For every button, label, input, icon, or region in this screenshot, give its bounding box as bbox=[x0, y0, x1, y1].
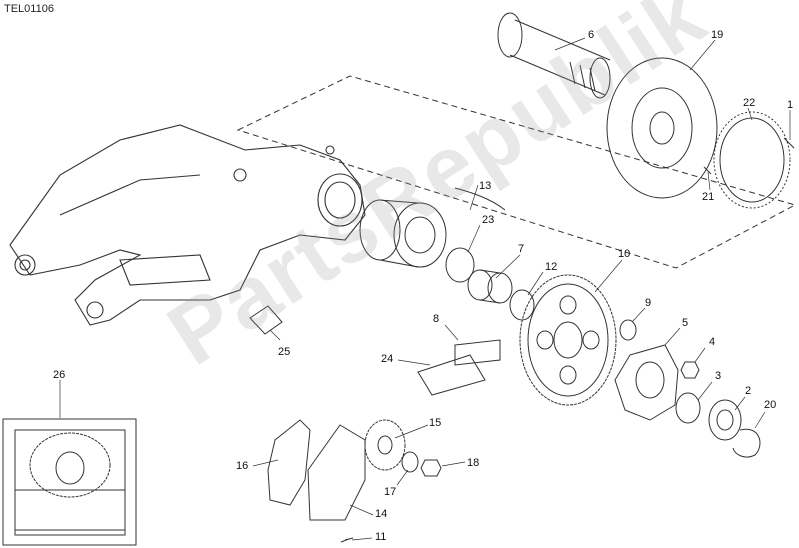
callout-6: 6 bbox=[588, 29, 595, 41]
washer-17 bbox=[401, 451, 419, 473]
callout-17: 17 bbox=[384, 486, 397, 498]
diagram-code: TEL01106 bbox=[4, 3, 54, 15]
callout-8: 8 bbox=[433, 313, 440, 325]
callout-5: 5 bbox=[682, 317, 689, 329]
inset-sprocket-detail bbox=[14, 429, 126, 536]
circlip-23 bbox=[445, 247, 475, 283]
chain-kit bbox=[417, 354, 486, 396]
callout-13: 13 bbox=[479, 180, 492, 192]
callout-11: 11 bbox=[375, 531, 387, 543]
snap-ring-20 bbox=[732, 428, 761, 458]
callout-15: 15 bbox=[429, 417, 442, 429]
callout-9: 9 bbox=[645, 297, 652, 309]
chain-link bbox=[454, 339, 501, 366]
seal-13 bbox=[454, 187, 506, 211]
callout-20: 20 bbox=[764, 399, 777, 411]
rear-sprocket bbox=[519, 274, 617, 406]
bearing-2 bbox=[708, 399, 742, 441]
swingarm bbox=[9, 124, 366, 326]
nut-18 bbox=[420, 459, 442, 477]
front-sprocket bbox=[364, 419, 406, 471]
callout-23: 23 bbox=[482, 214, 495, 226]
bolt-1 bbox=[783, 137, 795, 149]
callout-4: 4 bbox=[709, 336, 716, 348]
washer-3 bbox=[675, 392, 701, 424]
callout-26: 26 bbox=[53, 369, 66, 381]
callout-16: 16 bbox=[236, 460, 249, 472]
callout-19: 19 bbox=[711, 29, 724, 41]
chain-guard bbox=[267, 419, 311, 506]
sprocket-cover bbox=[307, 424, 366, 521]
callout-10: 10 bbox=[618, 248, 631, 260]
callout-7: 7 bbox=[518, 243, 525, 255]
screw-11 bbox=[340, 537, 354, 543]
spacer-9 bbox=[619, 319, 637, 341]
nut-4 bbox=[680, 361, 700, 379]
abs-tone-ring bbox=[713, 111, 791, 209]
inset-box bbox=[2, 418, 137, 546]
callout-25: 25 bbox=[278, 346, 291, 358]
dashed-assembly-outline bbox=[236, 75, 797, 269]
wheel-hub-shaft bbox=[497, 12, 611, 99]
sprocket-flange bbox=[614, 344, 679, 421]
spacer bbox=[467, 269, 513, 304]
callout-22: 22 bbox=[743, 97, 756, 109]
callout-24: 24 bbox=[381, 353, 394, 365]
callout-14: 14 bbox=[375, 508, 388, 520]
callout-18: 18 bbox=[467, 457, 480, 469]
brake-disc bbox=[606, 57, 718, 199]
callout-12: 12 bbox=[545, 261, 558, 273]
callout-3: 3 bbox=[715, 370, 722, 382]
eccentric-bearing-housing bbox=[359, 199, 447, 268]
oring-12 bbox=[509, 289, 535, 321]
leader-lines bbox=[59, 37, 791, 541]
label-plate bbox=[249, 305, 283, 335]
callout-21: 21 bbox=[702, 191, 715, 203]
callout-1: 1 bbox=[787, 99, 794, 111]
bolt-21 bbox=[703, 166, 712, 175]
callout-2: 2 bbox=[745, 385, 752, 397]
